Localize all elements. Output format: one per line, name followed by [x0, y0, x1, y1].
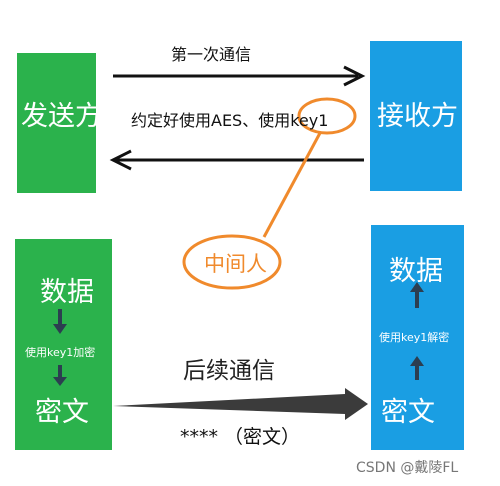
receiver-up-arrow-2 [410, 356, 424, 380]
mitm-connector [262, 132, 322, 238]
sender-cipher-label: 密文 [35, 397, 89, 428]
watermark: CSDN @戴陵FL [356, 460, 459, 476]
first-comm-arrow [113, 65, 366, 87]
sender-data-box [15, 239, 112, 450]
receiver-title: 接收方 [377, 101, 458, 132]
mitm-label: 中间人 [204, 252, 267, 276]
first-comm-label: 第一次通信 [171, 45, 252, 64]
receiver-decrypt-label: 使用key1解密 [379, 331, 450, 344]
ciphertext-arrow [113, 388, 368, 420]
sender-encrypt-label: 使用key1加密 [25, 346, 96, 359]
cipher-note: **** （密文） [180, 426, 301, 448]
key1-highlight-ellipse [297, 97, 357, 135]
agreement-label: 约定好使用AES、使用key1 [131, 111, 329, 130]
receiver-cipher-label: 密文 [381, 397, 435, 428]
sender-down-arrow-2 [53, 365, 67, 386]
receiver-data-label: 数据 [389, 256, 443, 287]
later-comm-label: 后续通信 [183, 358, 275, 384]
sender-down-arrow-1 [53, 309, 67, 334]
receiver-box [370, 41, 462, 191]
receiver-data-box [371, 225, 464, 450]
receiver-up-arrow-1 [410, 282, 424, 308]
sender-data-label: 数据 [40, 277, 94, 308]
sender-title: 发送方 [21, 101, 102, 132]
reply-arrow [109, 149, 364, 171]
mitm-ellipse [182, 234, 282, 290]
sender-box [17, 53, 96, 193]
